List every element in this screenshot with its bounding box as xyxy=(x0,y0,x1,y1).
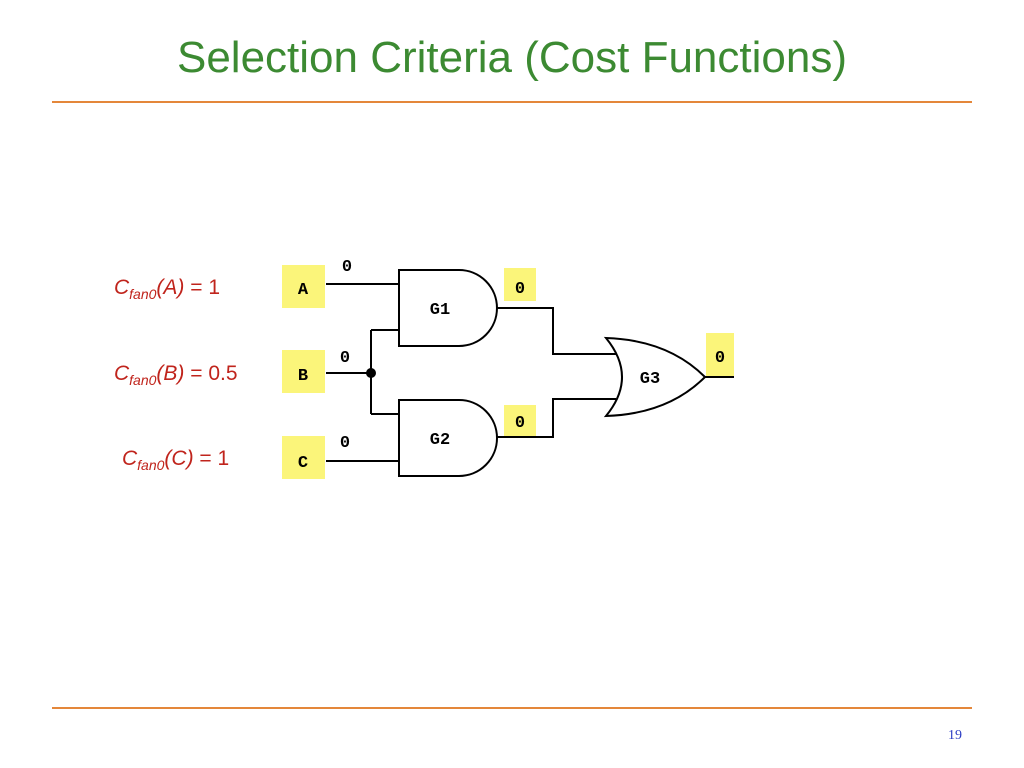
g3-label: G3 xyxy=(640,370,660,389)
cost-argument: (B) xyxy=(156,362,185,385)
wire-g1-to-g3 xyxy=(497,307,616,355)
g2-output-value: 0 xyxy=(515,414,525,433)
cost-subscript: fan0 xyxy=(129,286,157,302)
g1-and-gate xyxy=(398,269,498,347)
input-b-label: B xyxy=(298,367,308,386)
input-c-highlight xyxy=(282,436,325,479)
input-a-highlight xyxy=(282,265,325,308)
cost-label-a: Cfan0(A) = 1 xyxy=(114,276,221,302)
g3-or-gate xyxy=(603,336,707,418)
cost-symbol: C xyxy=(114,276,130,299)
g1-output-value-highlight xyxy=(504,268,536,301)
cost-value: = 1 xyxy=(184,276,221,299)
input-c-label: C xyxy=(298,454,308,473)
wire-g2-to-g3 xyxy=(497,398,616,438)
fanout-junction-dot xyxy=(366,368,376,378)
g3-output-value-highlight xyxy=(706,333,734,376)
cost-argument: (A) xyxy=(156,276,185,299)
cost-symbol: C xyxy=(122,447,138,470)
g2-output-value-highlight xyxy=(504,405,536,437)
g3-output-value: 0 xyxy=(715,349,725,368)
wire-a-value: 0 xyxy=(342,258,352,277)
bottom-divider xyxy=(52,707,972,709)
g1-label: G1 xyxy=(430,301,450,320)
cost-label-b: Cfan0(B) = 0.5 xyxy=(114,362,238,388)
cost-argument: (C) xyxy=(164,447,194,470)
cost-value: = 0.5 xyxy=(184,362,238,385)
cost-subscript: fan0 xyxy=(129,372,157,388)
cost-label-c: Cfan0(C) = 1 xyxy=(122,447,230,473)
cost-value: = 1 xyxy=(193,447,230,470)
page-number: 19 xyxy=(948,728,962,743)
slide-title: Selection Criteria (Cost Functions) xyxy=(176,33,847,82)
g1-output-value: 0 xyxy=(515,280,525,299)
g2-label: G2 xyxy=(430,431,450,450)
input-b-highlight xyxy=(282,350,325,393)
wire-c-value: 0 xyxy=(340,434,350,453)
wire-b-value: 0 xyxy=(340,349,350,368)
input-a-label: A xyxy=(298,281,309,300)
cost-symbol: C xyxy=(114,362,130,385)
g2-and-gate xyxy=(398,399,498,477)
cost-subscript: fan0 xyxy=(137,457,165,473)
top-divider xyxy=(52,101,972,103)
